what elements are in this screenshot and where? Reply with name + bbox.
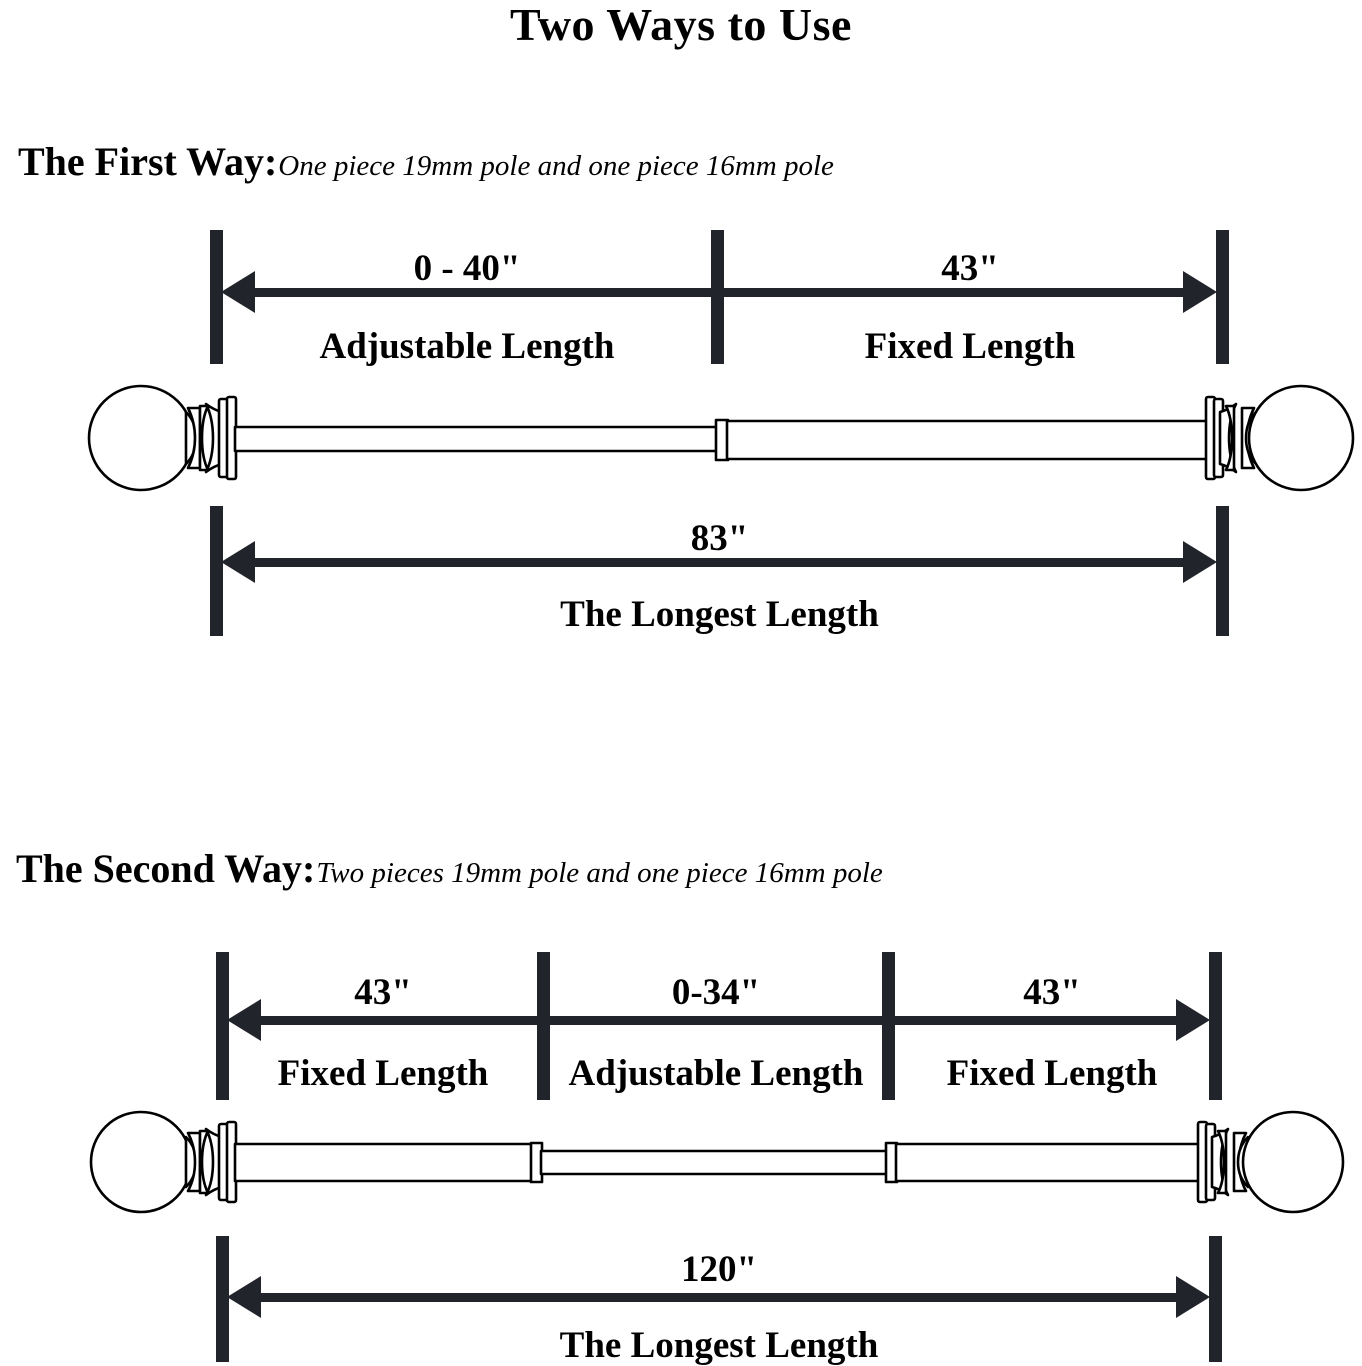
extension-line-right bbox=[1216, 506, 1229, 636]
dimension-value-fixed-right: 43" bbox=[1023, 972, 1081, 1013]
section-heading-label: The First Way: bbox=[18, 139, 278, 184]
page-title: Two Ways to Use bbox=[510, 0, 852, 50]
section-heading-first-way: The First Way: One piece 19mm pole and o… bbox=[18, 138, 834, 185]
extension-line-left bbox=[210, 230, 223, 364]
finial-ball-right bbox=[1247, 384, 1355, 492]
section-heading-label: The Second Way: bbox=[16, 846, 316, 891]
dimension-value-longest: 83" bbox=[690, 518, 749, 559]
dimension-line bbox=[259, 1293, 1176, 1302]
dimension-line bbox=[253, 288, 1183, 297]
curtain-rod-illustration-second bbox=[0, 1098, 1362, 1226]
dimension-value-fixed-left: 43" bbox=[354, 972, 412, 1013]
finial-ball-right bbox=[1241, 1110, 1345, 1214]
arrow-head-right-icon bbox=[1183, 271, 1217, 313]
extension-line-right bbox=[1209, 1236, 1222, 1362]
finial-ball-left bbox=[87, 384, 195, 492]
dimension-name-fixed-left: Fixed Length bbox=[277, 1053, 489, 1094]
section-subheading-label: Two pieces 19mm pole and one piece 16mm … bbox=[316, 857, 883, 889]
dimension-value-adjustable: 0 - 40" bbox=[413, 248, 521, 289]
arrow-head-right-icon bbox=[1176, 1276, 1210, 1318]
finial-ball-left bbox=[89, 1110, 193, 1214]
arrow-head-left-icon bbox=[227, 999, 261, 1041]
dimension-value-longest: 120" bbox=[680, 1249, 758, 1290]
arrow-head-left-icon bbox=[221, 271, 255, 313]
dimension-name-longest: The Longest Length bbox=[559, 1325, 879, 1366]
dimension-value-adjustable: 0-34" bbox=[671, 972, 761, 1013]
curtain-rod-illustration-first bbox=[0, 372, 1362, 504]
extension-line-right bbox=[1209, 952, 1222, 1100]
arrow-head-right-icon bbox=[1183, 541, 1217, 583]
section-heading-second-way: The Second Way: Two pieces 19mm pole and… bbox=[16, 845, 883, 892]
dimension-value-fixed: 43" bbox=[941, 248, 999, 289]
dimension-line bbox=[253, 558, 1183, 567]
arrow-head-left-icon bbox=[227, 1276, 261, 1318]
arrow-head-right-icon bbox=[1176, 999, 1210, 1041]
arrow-head-left-icon bbox=[221, 541, 255, 583]
dimension-name-fixed: Fixed Length bbox=[864, 326, 1076, 367]
extension-line-divider-2 bbox=[882, 952, 895, 1100]
extension-line-left bbox=[216, 952, 229, 1100]
extension-line-left bbox=[210, 506, 223, 636]
dimension-line bbox=[259, 1016, 1176, 1025]
dimension-name-adjustable: Adjustable Length bbox=[568, 1053, 864, 1094]
dimension-name-adjustable: Adjustable Length bbox=[319, 326, 615, 367]
section-subheading-label: One piece 19mm pole and one piece 16mm p… bbox=[278, 150, 834, 182]
extension-line-middle bbox=[711, 230, 724, 364]
dimension-name-longest: The Longest Length bbox=[560, 594, 879, 635]
extension-line-divider-1 bbox=[537, 952, 550, 1100]
dimension-name-fixed-right: Fixed Length bbox=[946, 1053, 1158, 1094]
extension-line-right bbox=[1216, 230, 1229, 364]
extension-line-left bbox=[216, 1236, 229, 1362]
